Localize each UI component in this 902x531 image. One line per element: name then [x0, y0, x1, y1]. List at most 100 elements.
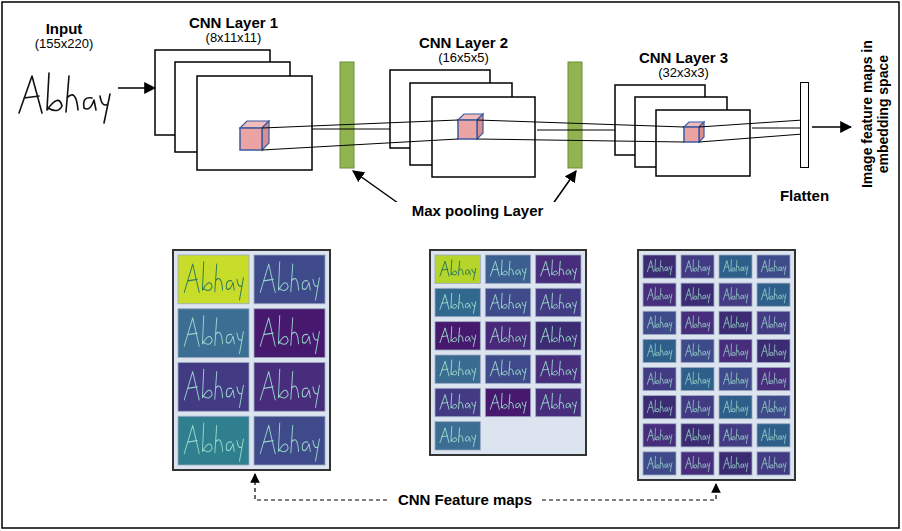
feature-activation: [685, 288, 710, 303]
feature-map-tile: [757, 424, 790, 447]
feature-activation: [685, 400, 710, 415]
feature-map-tile: [485, 355, 530, 383]
feature-map-tile: [719, 424, 752, 447]
layer-name: CNN Layer 2: [419, 34, 508, 51]
feature-map-tile: [643, 368, 676, 391]
feature-map-tile: [178, 309, 249, 358]
feature-map-tile: [681, 339, 714, 362]
signature-image: [19, 73, 110, 123]
feature-map-tile: [719, 255, 752, 278]
max-pool-bar: [568, 62, 582, 168]
feature-map-tile: [719, 339, 752, 362]
feature-map-tile: [485, 388, 530, 416]
feature-map-tile: [643, 424, 676, 447]
feature-activation: [647, 288, 672, 303]
feature-activation: [685, 372, 710, 387]
feature-map-tile: [643, 396, 676, 419]
feature-map-tile: [643, 311, 676, 334]
feature-activation: [647, 456, 672, 471]
dashed-bracket: [542, 484, 716, 500]
layer-block: CNN Layer 3(32x3x3): [615, 85, 752, 178]
flatten-bar: Flatten: [800, 82, 809, 168]
feature-activation: [541, 293, 577, 313]
node-caption: CNN Layer 1(8x11x11): [189, 14, 278, 46]
feature-activation: [260, 369, 319, 407]
feature-activation: [184, 262, 243, 300]
feature-activation: [490, 360, 526, 380]
connector: [118, 87, 155, 89]
feature-activation: [490, 293, 526, 313]
feature-activation: [685, 260, 710, 275]
feature-map-tile: [681, 424, 714, 447]
feature-activation: [490, 327, 526, 347]
feature-activation: [723, 288, 748, 303]
node-caption: CNN Layer 2(16x5x5): [419, 34, 508, 66]
feature-map-tile: [757, 452, 790, 475]
feature-map-tile: [643, 283, 676, 306]
receptive-field-line: [477, 139, 684, 142]
feature-activation: [647, 260, 672, 275]
feature-activation: [490, 393, 526, 413]
feature-activation: [723, 260, 748, 275]
feature-map-tile: [178, 416, 249, 465]
node-caption: Input(155x220): [35, 20, 94, 52]
feature-map-tile: [178, 255, 249, 304]
feature-activation: [647, 344, 672, 359]
feature-activation: [761, 288, 786, 303]
feature-activation: [723, 372, 748, 387]
feature-map-tile: [681, 311, 714, 334]
layer-block: CNN Layer 2(16x5x5): [390, 70, 537, 177]
feature-map-tile: [254, 309, 325, 358]
feature-map-tile: [254, 255, 325, 304]
feature-activation: [723, 344, 748, 359]
feature-activation: [685, 316, 710, 331]
receptive-field-line: [262, 120, 458, 128]
layer-block: Input(155x220): [10, 56, 118, 126]
feature-activation: [541, 393, 577, 413]
feature-map-tile: [681, 368, 714, 391]
output-label: Image feature maps in embedding space: [859, 34, 891, 194]
kernel-cube: [477, 114, 483, 139]
feature-activation: [685, 456, 710, 471]
feature-activation: [184, 316, 243, 354]
kernel-cube: [240, 128, 262, 150]
dashed-bracket: [255, 474, 388, 500]
feature-map-tile: [719, 311, 752, 334]
receptive-field-line: [699, 134, 803, 142]
feature-map-panel: [638, 250, 795, 480]
feature-activation: [440, 260, 476, 280]
layer-dimensions: (16x5x5): [419, 51, 508, 66]
feature-map-tile: [435, 322, 480, 350]
feature-map-tile: [719, 283, 752, 306]
feature-map-tile: [681, 396, 714, 419]
feature-activation: [541, 327, 577, 347]
feature-map-tile: [757, 283, 790, 306]
feature-activation: [541, 260, 577, 280]
layer-dimensions: (8x11x11): [189, 31, 278, 46]
feature-map-tile: [435, 422, 480, 450]
pooling-label: Max pooling Layer: [395, 202, 560, 219]
feature-activation: [490, 260, 526, 280]
feature-map-tile: [719, 452, 752, 475]
feature-activation: [647, 372, 672, 387]
feature-activation: [723, 456, 748, 471]
feature-activation: [723, 400, 748, 415]
feature-map-tile: [254, 416, 325, 465]
feature-activation: [761, 316, 786, 331]
feature-activation: [761, 400, 786, 415]
feature-activation: [440, 293, 476, 313]
feature-map-tile: [757, 368, 790, 391]
node-caption: Flatten: [780, 187, 829, 204]
feature-map-panel: [430, 250, 586, 455]
feature-activation: [761, 372, 786, 387]
layer-dimensions: (155x220): [35, 37, 94, 52]
receptive-field-line: [477, 120, 684, 127]
feature-map-tile: [681, 452, 714, 475]
feature-map-tile: [643, 339, 676, 362]
layer-name: Flatten: [780, 187, 829, 204]
feature-map-tile: [435, 255, 480, 283]
feature-map-tile: [178, 363, 249, 412]
layer-name: Input: [35, 20, 94, 37]
feature-map-tile: [485, 255, 530, 283]
